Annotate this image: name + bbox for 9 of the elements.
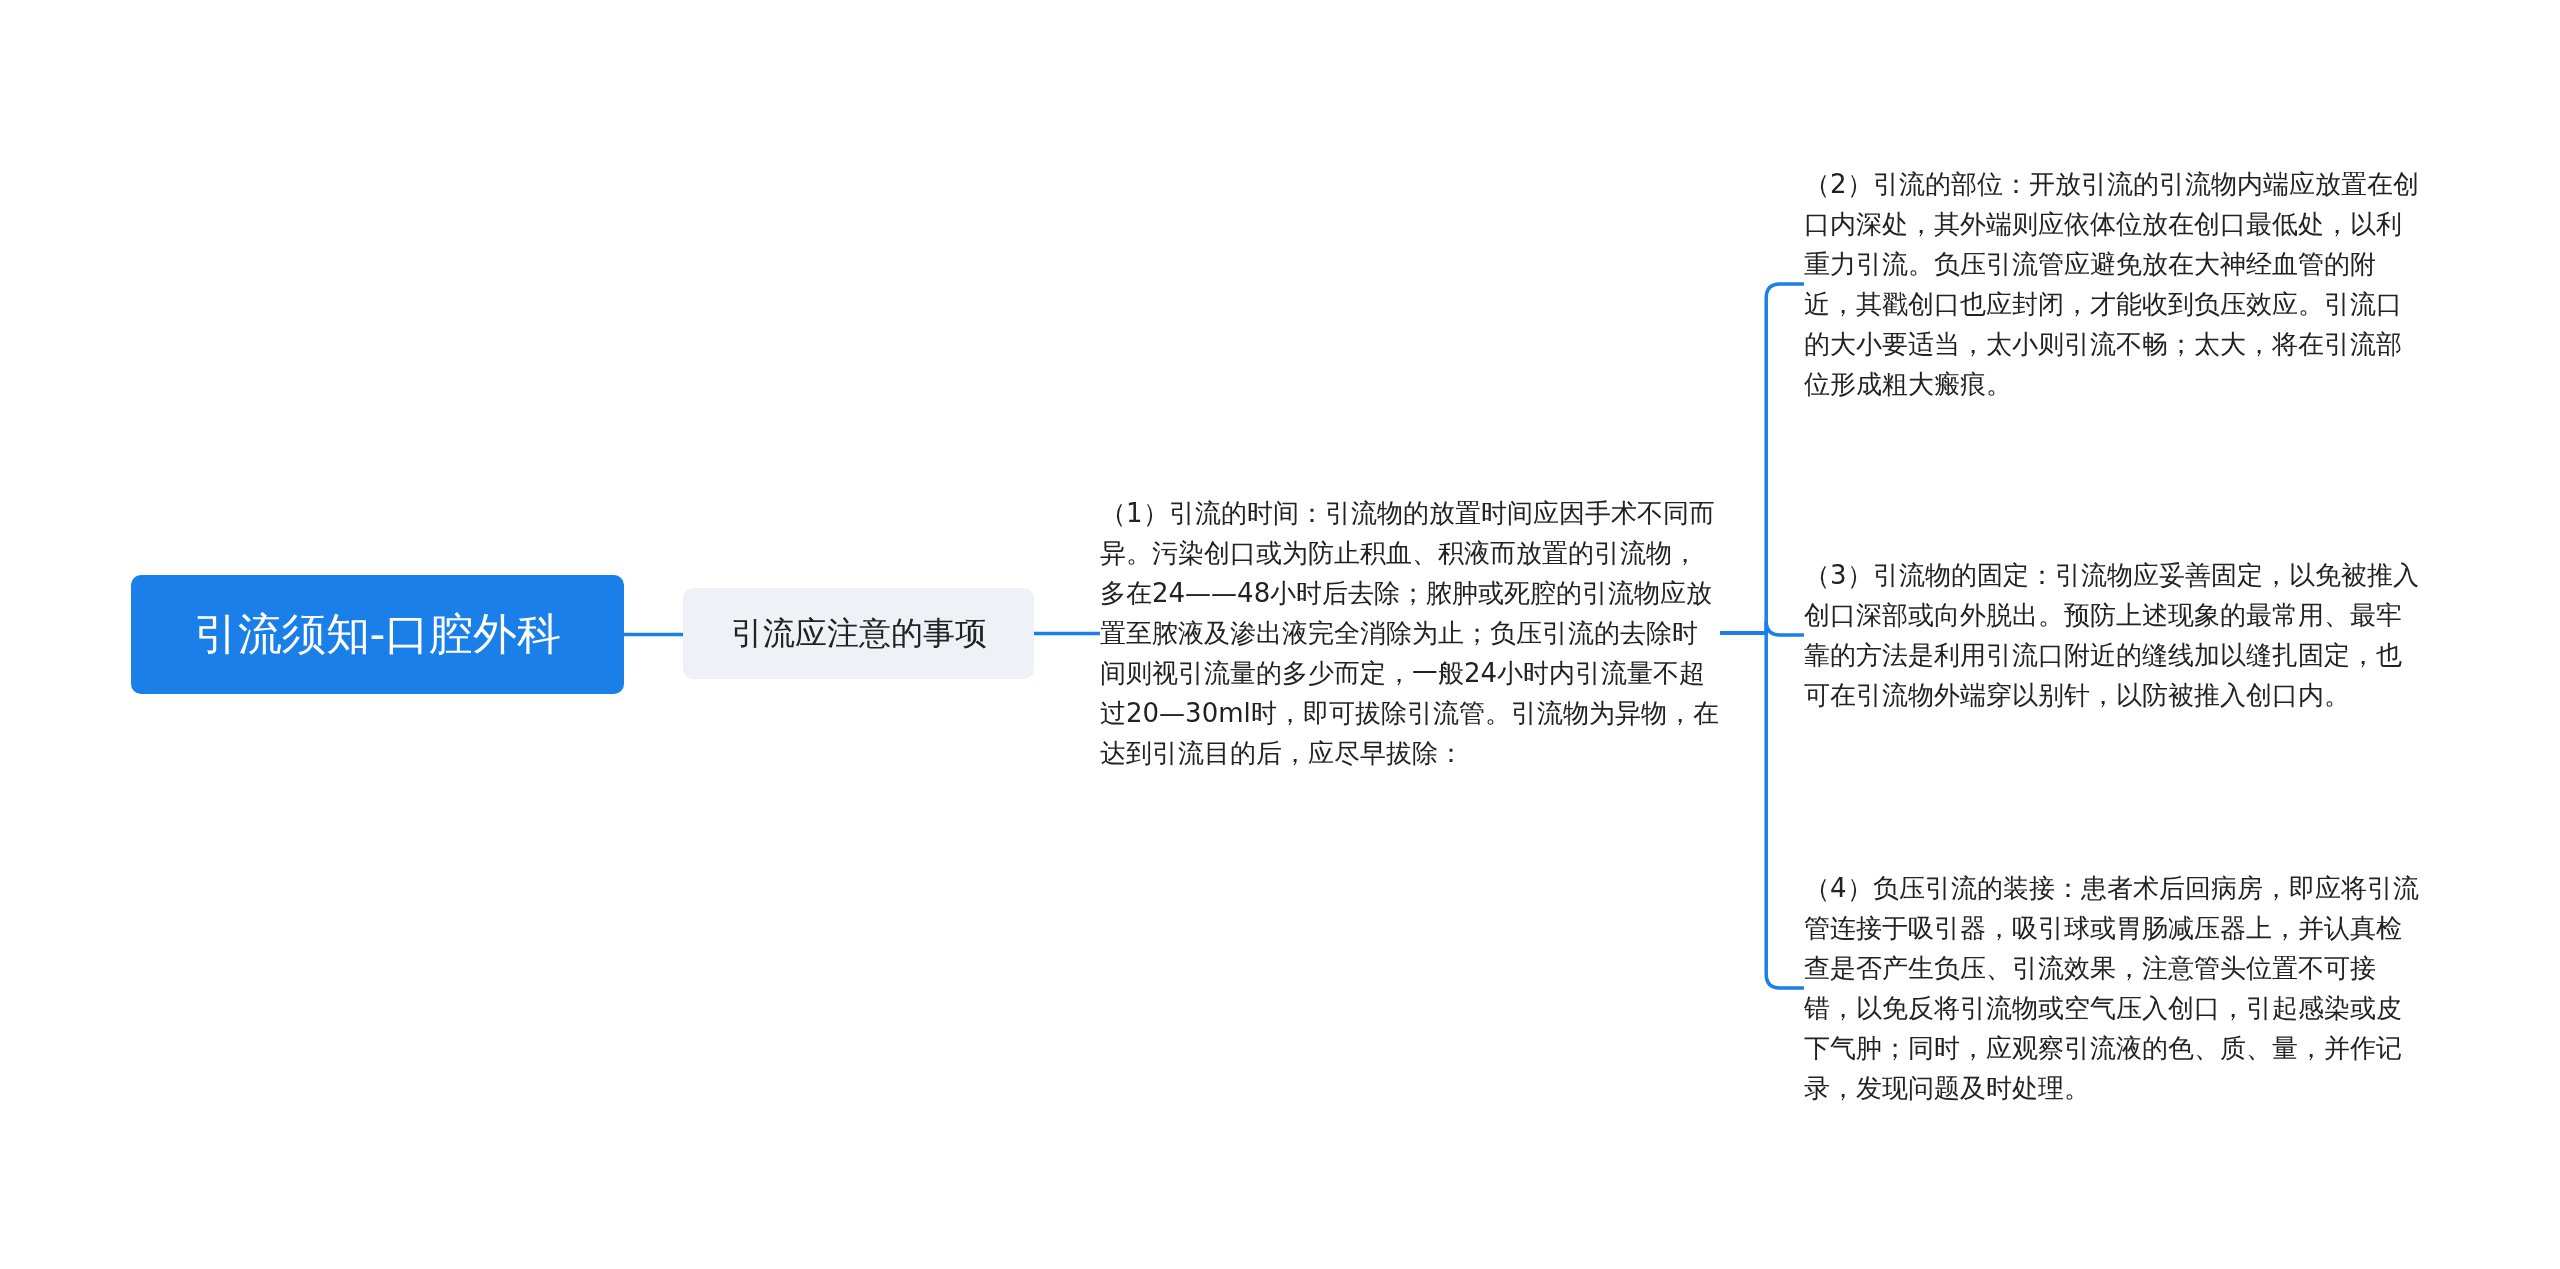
note-text: （1）引流的时间：引流物的放置时间应因手术不同而异。污染创口或为防止积血、积液而放置的引流物，多在24——48小时后去除；脓肿或死腔的引流物应放置至脓液及渗出液完全消除为止；负压引流的去除时间则视引流量的多少而定，一般24小时内引流量不超过20—30ml时，即可拔除引流管。引流物为异物，在达到引流目的后，应尽早拔除： xyxy=(1100,497,1720,770)
connector-line xyxy=(624,632,683,637)
note-text: （2）引流的部位：开放引流的引流物内端应放置在创口内深处，其外端则应依体位放在创口最低处，以利重力引流。负压引流管应避免放在大神经血管的附近，其戳创口也应封闭，才能收到负压效应。引流口的大小要适当，太小则引流不畅；太大，将在引流部位形成粗大瘢痕。 xyxy=(1804,168,2420,401)
note-text: （4）负压引流的装接：患者术后回病房，即应将引流管连接于吸引器，吸引球或胃肠减压器上，并认真检查是否产生负压、引流效果，注意管头位置不可接错，以免反将引流物或空气压入创口，引起感染或皮下气肿；同时，应观察引流液的色、质、量，并作记录，发现问题及时处理。 xyxy=(1804,872,2420,1105)
topic-box: 引流应注意的事项 xyxy=(683,588,1034,679)
connector-line xyxy=(1034,631,1100,636)
connector-line xyxy=(1720,631,1804,990)
note-text: （3）引流物的固定：引流物应妥善固定，以免被推入创口深部或向外脱出。预防上述现象的最常用、最牢靠的方法是利用引流口附近的缝线加以缝扎固定，也可在引流物外端穿以别针，以防被推入创口内。 xyxy=(1804,559,2420,712)
root-topic-box: 引流须知-口腔外科 xyxy=(131,575,624,694)
